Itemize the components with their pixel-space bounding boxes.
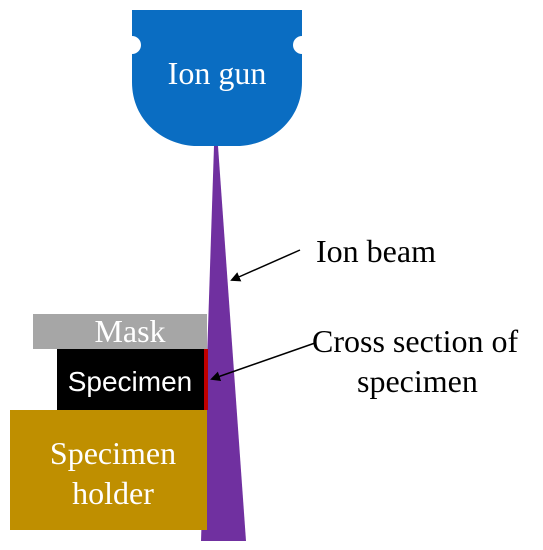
ion-gun-label: Ion gun — [168, 55, 267, 91]
specimen-holder-block — [10, 410, 207, 530]
specimen-label: Specimen — [68, 366, 193, 397]
ion-beam-label: Ion beam — [316, 233, 436, 269]
mask-label: Mask — [94, 313, 165, 349]
specimen-holder-label-line1: Specimen — [50, 435, 176, 471]
cross-section-label-line2: specimen — [357, 363, 478, 399]
specimen-block — [57, 349, 207, 410]
ion-beam-arrow — [230, 249, 301, 282]
ion-beam — [201, 146, 246, 541]
mask-block — [33, 314, 207, 349]
specimen-holder-label-line2: holder — [72, 475, 154, 511]
cross-section-edge — [204, 349, 208, 410]
cross-section-label-line1: Cross section of — [312, 323, 519, 359]
cross-section-arrow — [210, 342, 316, 382]
ion-gun-shape — [132, 10, 302, 146]
